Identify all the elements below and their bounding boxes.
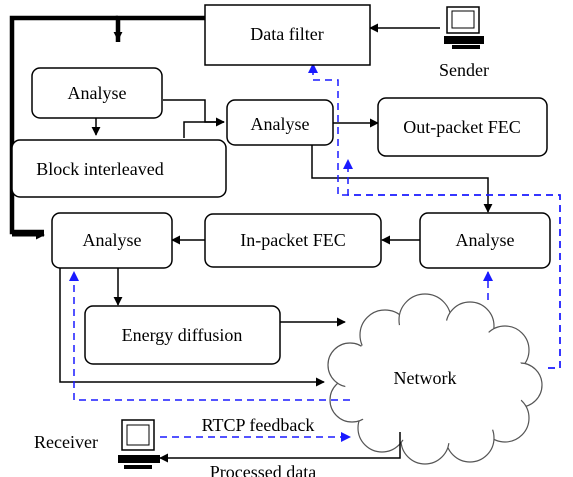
network-label: Network [394, 368, 457, 388]
feedback-lines [69, 63, 561, 442]
arrow-network-to-receiver [159, 432, 401, 463]
connectors [9, 15, 493, 463]
thick-distribution-line [9, 15, 205, 235]
sender-computer-icon [444, 6, 484, 49]
out-packet-fec-box [377, 97, 548, 157]
energy-diffusion-box [84, 305, 281, 365]
arrow-analyse-to-analyse [163, 99, 225, 127]
analyse-middle-box [226, 99, 334, 146]
receiver-computer-icon [118, 419, 160, 469]
sender-label: Sender [439, 60, 489, 80]
out-packet-fec-label: Out-packet FEC [403, 117, 520, 137]
in-packet-fec-label: In-packet FEC [240, 230, 345, 250]
processed-data-label: Processed data [210, 462, 316, 477]
analyse-bottom-left-label: Analyse [83, 230, 142, 250]
analyse-top-label: Analyse [68, 83, 127, 103]
block-interleaved-label: Block interleaved [36, 159, 163, 179]
arrow-feedback-to-analyse-left [69, 271, 350, 401]
analyse-bottom-left-box [51, 212, 173, 269]
boxes [11, 4, 551, 365]
analyse-right-box [419, 212, 551, 269]
analyse-top-box [31, 67, 163, 119]
in-packet-fec-box [204, 213, 382, 268]
line-block-to-analyse [183, 121, 224, 138]
network-cloud [327, 293, 543, 465]
arrow-analyse-to-network [59, 268, 325, 387]
arrow-feedback-to-analyse-middle [343, 159, 561, 369]
analyse-middle-label: Analyse [251, 114, 310, 134]
receiver-label: Receiver [34, 432, 98, 452]
analyse-right-label: Analyse [456, 230, 515, 250]
block-interleaved-box [11, 139, 227, 198]
rtcp-feedback-label: RTCP feedback [202, 415, 315, 435]
data-filter-box [204, 4, 371, 66]
data-filter-label: Data filter [250, 24, 323, 44]
energy-diffusion-label: Energy diffusion [122, 325, 243, 345]
